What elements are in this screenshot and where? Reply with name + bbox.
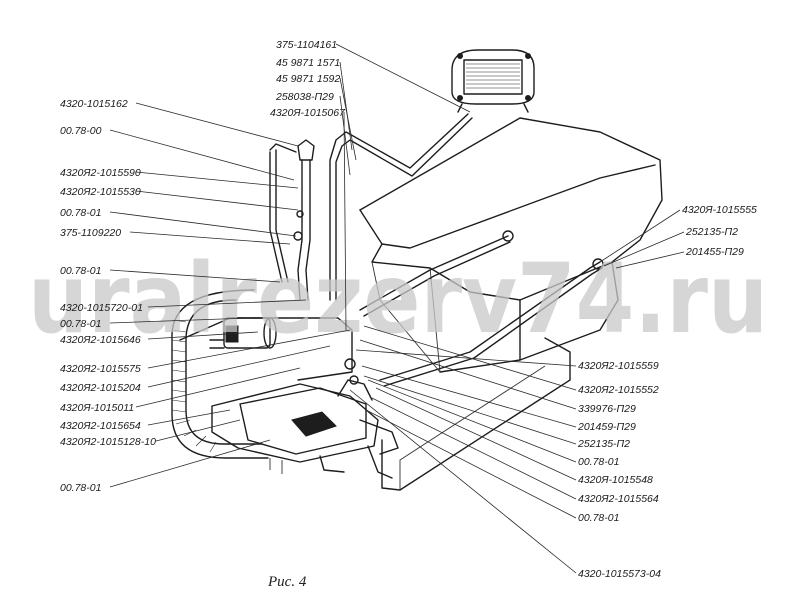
labels-right: 4320Я-1015555 252135-П2 201455-П29 4320Я… xyxy=(577,204,757,580)
part-label: 4320Я2-1015575 xyxy=(60,363,141,375)
part-label: 45 9871 1592 xyxy=(276,73,340,85)
heater-assembly-drawing xyxy=(171,49,663,491)
part-label: 4320-1015162 xyxy=(60,98,128,110)
filler-tube xyxy=(269,139,315,301)
part-label: 4320Я2-1015552 xyxy=(578,384,659,396)
part-label: 4320Я2-1015530 xyxy=(60,186,141,198)
part-label: 4320Я-1015067 xyxy=(270,107,346,119)
part-label: 4320Я2-1015128-10 xyxy=(60,436,156,448)
part-label: 00.78-01 xyxy=(60,265,101,277)
part-label: 00.78-01 xyxy=(578,456,619,468)
part-label: 4320-1015720-01 xyxy=(60,302,143,314)
part-label: 45 9871 1571 xyxy=(276,57,340,69)
part-label: 252135-П2 xyxy=(685,226,738,238)
pre-heater-unit xyxy=(171,289,399,479)
part-label: 4320Я2-1015204 xyxy=(60,382,141,394)
labels-top: 375-1104161 45 9871 1571 45 9871 1592 25… xyxy=(270,39,346,119)
part-label: 252135-П2 xyxy=(577,438,630,450)
part-label: 201455-П29 xyxy=(685,246,744,258)
part-label: 258038-П29 xyxy=(275,91,334,103)
part-label: 4320Я-1015555 xyxy=(682,204,757,216)
part-label: 4320Я2-1015564 xyxy=(578,493,659,505)
part-label: 00.78-00 xyxy=(60,125,102,137)
coolant-pipes xyxy=(329,113,604,387)
part-label: 4320-1015573-04 xyxy=(578,568,661,580)
part-label: 00.78-01 xyxy=(60,207,101,219)
part-label: 4320Я2-1015590 xyxy=(60,167,141,179)
leader-lines xyxy=(109,43,685,574)
part-label: 4320Я2-1015646 xyxy=(60,334,141,346)
part-label: 4320Я-1015011 xyxy=(60,402,134,414)
part-label: 00.78-01 xyxy=(60,482,101,494)
figure-caption: Рис. 4 xyxy=(267,574,307,590)
part-label: 00.78-01 xyxy=(60,318,101,330)
part-label: 00.78-01 xyxy=(578,512,619,524)
part-label: 4320Я-1015548 xyxy=(578,474,653,486)
part-label: 339976-П29 xyxy=(578,403,636,415)
part-label: 4320Я2-1015559 xyxy=(578,360,659,372)
part-label: 375-1109220 xyxy=(60,227,121,239)
labels-left: 4320-1015162 00.78-00 4320Я2-1015590 432… xyxy=(60,98,156,494)
part-label: 375-1104161 xyxy=(276,39,337,51)
cab-body-outline xyxy=(359,117,663,491)
part-label: 201459-П29 xyxy=(577,421,636,433)
part-label: 4320Я2-1015654 xyxy=(60,420,141,432)
heater-radiator xyxy=(451,49,535,113)
